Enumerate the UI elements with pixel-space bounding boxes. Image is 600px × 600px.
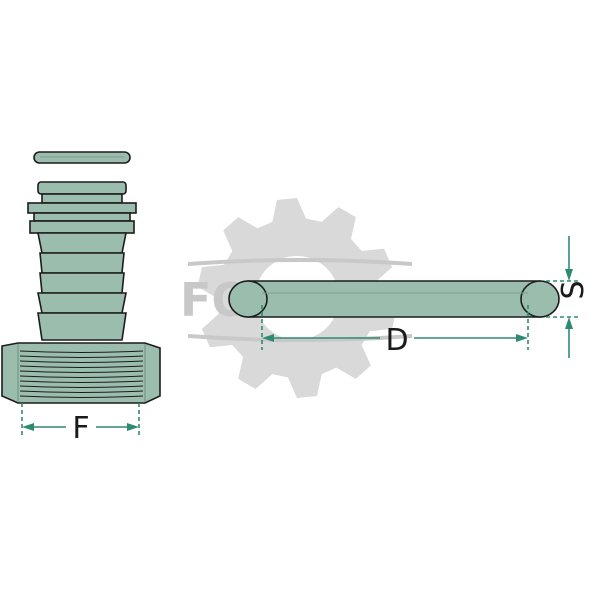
- thread-line: [19, 355, 144, 358]
- small-seal-ring: [33, 151, 131, 164]
- thread-line: [19, 380, 144, 383]
- thread-line: [19, 370, 144, 373]
- dimension-f: F: [21, 403, 140, 446]
- thread-lines: [19, 350, 144, 398]
- thread-line: [19, 385, 144, 388]
- thread-line: [19, 390, 144, 393]
- thread-line: [19, 360, 144, 363]
- label-s: S: [556, 280, 591, 299]
- thread-line: [19, 350, 144, 353]
- thread-line: [19, 375, 144, 378]
- dimension-d: D: [261, 305, 529, 358]
- dimension-s: S: [546, 236, 591, 358]
- thread-line: [19, 395, 144, 398]
- label-f: F: [72, 411, 89, 446]
- hose-fitting: [1, 181, 161, 404]
- o-ring: [228, 280, 560, 318]
- label-d: D: [385, 323, 408, 358]
- thread-line: [19, 365, 144, 368]
